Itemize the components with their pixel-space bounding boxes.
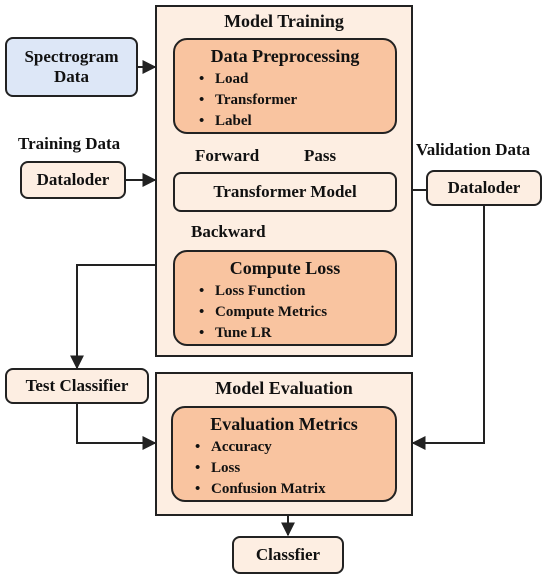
list-item: Label: [199, 111, 395, 132]
transformer-model-box: Transformer Model: [173, 172, 397, 212]
classfier-label: Classfier: [255, 545, 321, 564]
compute-loss-title: Compute Loss: [229, 258, 341, 278]
validation-dataloder-label: Dataloder: [447, 178, 521, 197]
test-classifier-box: Test Classifier: [5, 368, 149, 404]
list-item: Confusion Matrix: [195, 479, 395, 500]
spectrogram-data-box: Spectrogram Data: [5, 37, 138, 97]
forward-label: Forward: [195, 146, 260, 165]
list-item: Transformer: [199, 90, 395, 111]
validation-dataloder-box: Dataloder: [426, 170, 542, 206]
classfier-box: Classfier: [232, 536, 344, 574]
list-item: Loss Function: [199, 281, 395, 302]
list-item: Loss: [195, 458, 395, 479]
data-preprocessing-title: Data Preprocessing: [210, 46, 360, 66]
evaluation-metrics-title: Evaluation Metrics: [210, 414, 358, 434]
model-training-title: Model Training: [224, 11, 344, 31]
data-preprocessing-box: Data Preprocessing Load Transformer Labe…: [173, 38, 397, 134]
backward-label: Backward: [191, 222, 266, 241]
spectrogram-label-line1: Spectrogram: [24, 47, 119, 66]
compute-loss-list: Loss Function Compute Metrics Tune LR: [199, 281, 395, 344]
training-dataloder-box: Dataloder: [20, 161, 126, 199]
list-item: Compute Metrics: [199, 302, 395, 323]
list-item: Accuracy: [195, 437, 395, 458]
list-item: Load: [199, 69, 395, 90]
preprocessing-list: Load Transformer Label: [199, 69, 395, 132]
transformer-model-label: Transformer Model: [213, 182, 357, 201]
arrow-validation-to-evaluation: [411, 206, 485, 450]
training-data-heading: Training Data: [18, 134, 121, 153]
evaluation-metrics-box: Evaluation Metrics Accuracy Loss Confusi…: [171, 406, 397, 502]
test-classifier-label: Test Classifier: [25, 376, 129, 395]
evaluation-metrics-list: Accuracy Loss Confusion Matrix: [195, 437, 395, 500]
training-dataloder-label: Dataloder: [36, 170, 110, 189]
spectrogram-label-line2: Data: [54, 67, 89, 86]
model-evaluation-title: Model Evaluation: [215, 378, 353, 398]
arrow-training-to-test-classifier: [70, 264, 155, 370]
validation-data-heading: Validation Data: [416, 140, 531, 159]
compute-loss-box: Compute Loss Loss Function Compute Metri…: [173, 250, 397, 346]
arrow-test-classifier-to-evaluation: [76, 404, 157, 450]
list-item: Tune LR: [199, 323, 395, 344]
pass-label: Pass: [304, 146, 337, 165]
